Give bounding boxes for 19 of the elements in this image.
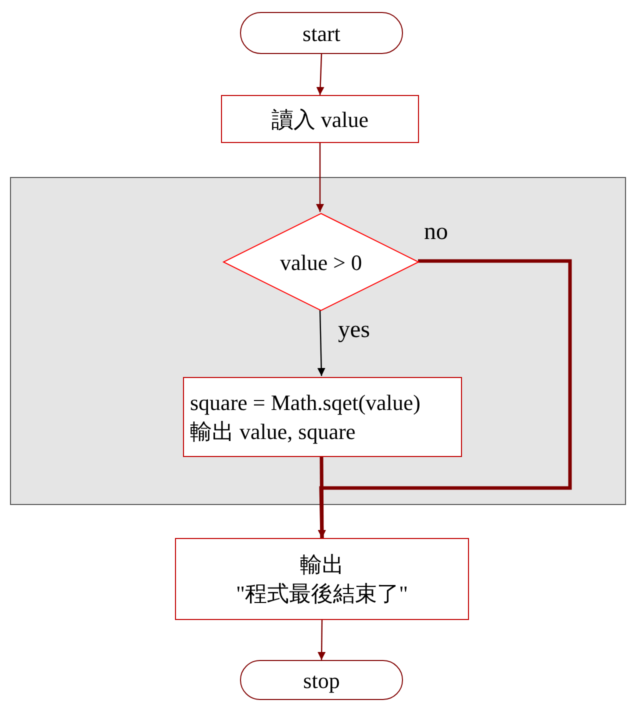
arrow <box>316 54 324 96</box>
node-text: 輸出 value, square <box>190 418 356 446</box>
node-text: value > 0 <box>280 248 362 276</box>
arrow <box>316 143 324 212</box>
loop-region <box>10 177 626 505</box>
terminal-pill <box>240 660 403 700</box>
node-text: 讀入 value <box>271 106 369 134</box>
node-text: square = Math.sqet(value) <box>190 389 420 417</box>
node-text: 輸出 <box>300 551 344 579</box>
arrow <box>318 620 326 660</box>
arrow <box>317 310 326 376</box>
process-box <box>175 538 469 620</box>
terminal-pill <box>240 12 403 54</box>
arrow <box>318 456 326 538</box>
node-text: "程式最後結束了" <box>236 580 408 608</box>
process-box <box>221 95 419 143</box>
node-text: stop <box>303 666 340 694</box>
node-text: start <box>302 20 340 48</box>
process-box <box>183 377 462 457</box>
